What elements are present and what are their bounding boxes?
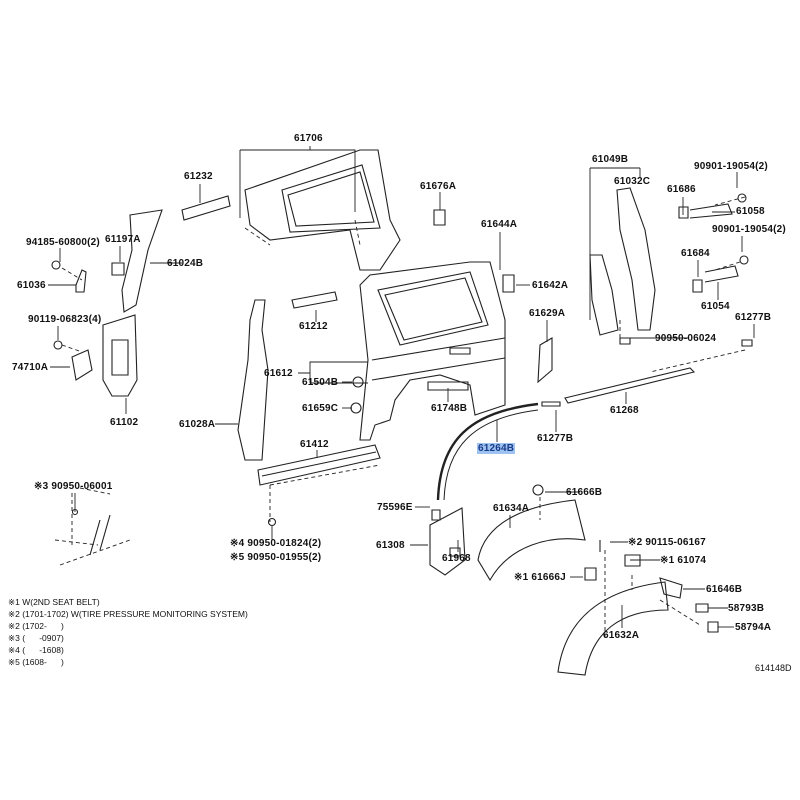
part-label-90115-06167[interactable]: ※2 90115-06167 (628, 537, 706, 548)
dashed-leaders (54, 196, 746, 640)
footnote-4: ※3 ( -0907) (8, 633, 64, 643)
part-label-58794a[interactable]: 58794A (735, 622, 772, 633)
part-label-61684[interactable]: 61684 (681, 248, 710, 259)
part-label-61277b-lower[interactable]: 61277B (537, 433, 574, 444)
footnote-6: ※5 (1608- ) (8, 657, 64, 667)
part-label-61264b-highlighted[interactable]: 61264B (477, 443, 516, 454)
footnote-3: ※2 (1702- ) (8, 621, 64, 631)
footnote-1: ※1 W(2ND SEAT BELT) (8, 597, 100, 607)
footnote-2: ※2 (1701-1702) W(TIRE PRESSURE MONITORIN… (8, 609, 248, 619)
part-label-61197a[interactable]: 61197A (105, 234, 141, 245)
leader-lines (48, 146, 755, 628)
part-label-90950-01955[interactable]: ※5 90950-01955(2) (230, 552, 322, 563)
part-label-61032c[interactable]: 61032C (614, 176, 651, 187)
part-label-90950-06001[interactable]: ※3 90950-06001 (34, 481, 113, 492)
part-label-61212[interactable]: 61212 (299, 321, 328, 332)
part-label-61049b[interactable]: 61049B (592, 154, 629, 165)
part-label-61268[interactable]: 61268 (610, 405, 639, 416)
part-label-94185-60800[interactable]: 94185-60800(2) (26, 237, 100, 248)
part-label-58793b[interactable]: 58793B (728, 603, 765, 614)
part-label-61634a[interactable]: 61634A (493, 503, 530, 514)
part-label-61232[interactable]: 61232 (184, 171, 213, 182)
part-label-61642a[interactable]: 61642A (532, 280, 569, 291)
part-label-74710a[interactable]: 74710A (12, 362, 49, 373)
part-label-90950-01824[interactable]: ※4 90950-01824(2) (230, 538, 322, 549)
part-label-61706[interactable]: 61706 (294, 133, 323, 144)
part-label-61646b[interactable]: 61646B (706, 584, 743, 595)
part-label-61054[interactable]: 61054 (701, 301, 730, 312)
part-label-90901-19054-lower[interactable]: 90901-19054(2) (712, 224, 786, 235)
part-label-61748b[interactable]: 61748B (431, 403, 468, 414)
part-label-61629a[interactable]: 61629A (529, 308, 566, 319)
part-label-61102[interactable]: 61102 (110, 417, 139, 428)
part-label-61659c[interactable]: 61659C (302, 403, 339, 414)
part-label-61644a[interactable]: 61644A (481, 219, 518, 230)
part-label-61028a[interactable]: 61028A (179, 419, 216, 430)
part-label-61058[interactable]: 61058 (736, 206, 765, 217)
part-label-61612[interactable]: 61612 (264, 368, 293, 379)
part-label-61676a[interactable]: 61676A (420, 181, 457, 192)
part-label-61666j[interactable]: ※1 61666J (514, 572, 566, 583)
part-label-90119-06823[interactable]: 90119-06823(4) (28, 314, 102, 325)
part-label-61074[interactable]: ※1 61074 (660, 555, 707, 566)
part-label-61308[interactable]: 61308 (376, 540, 405, 551)
part-label-61277b-upper[interactable]: 61277B (735, 312, 772, 323)
part-label-61968[interactable]: 61968 (442, 553, 471, 564)
part-label-61412[interactable]: 61412 (300, 439, 329, 450)
part-label-61666b[interactable]: 61666B (566, 487, 603, 498)
part-label-61632a[interactable]: 61632A (603, 630, 640, 641)
part-outlines (51, 149, 753, 676)
part-label-90950-06024[interactable]: 90950-06024 (655, 333, 717, 344)
part-label-61024b[interactable]: 61024B (167, 258, 204, 269)
part-label-61504b[interactable]: 61504B (302, 377, 339, 388)
part-label-61686[interactable]: 61686 (667, 184, 696, 195)
part-label-75596e[interactable]: 75596E (377, 502, 413, 513)
part-label-90901-19054-upper[interactable]: 90901-19054(2) (694, 161, 768, 172)
footnote-5: ※4 ( -1608) (8, 645, 64, 655)
part-label-61036[interactable]: 61036 (17, 280, 46, 291)
illustration-code: 614148D (755, 663, 792, 673)
